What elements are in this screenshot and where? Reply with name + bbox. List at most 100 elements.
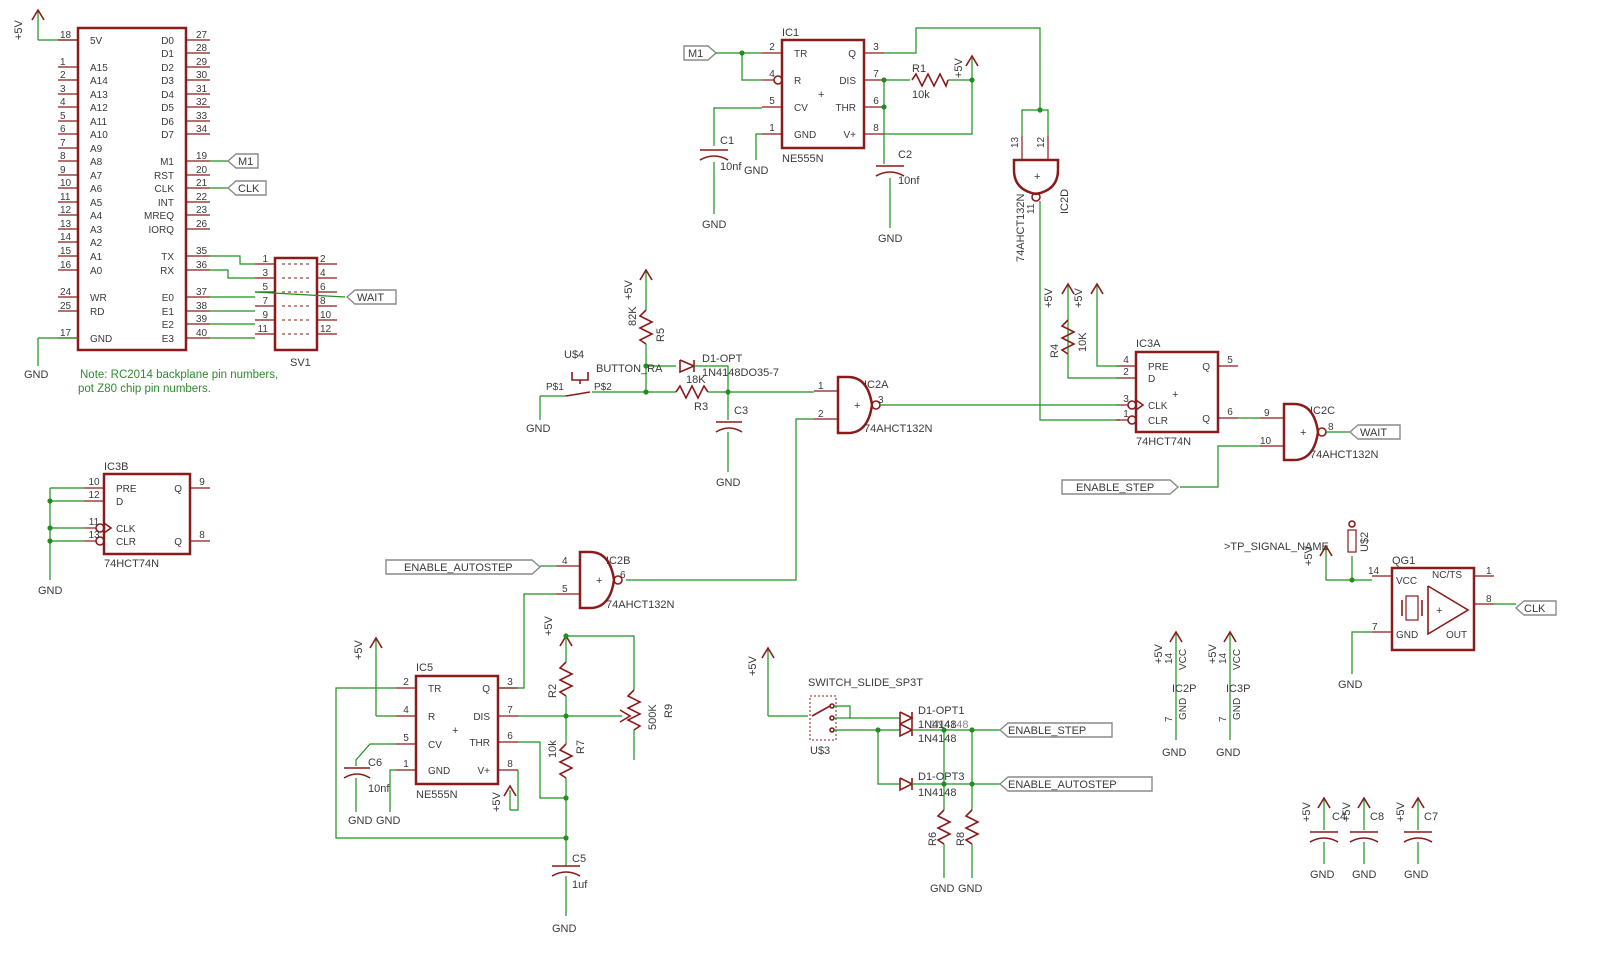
svg-text:IC2D: IC2D: [1059, 189, 1071, 214]
net-label-m1-top[interactable]: M1: [683, 45, 718, 61]
svg-text:P$1: P$1: [546, 382, 564, 393]
ic1-pin-name: GND: [794, 130, 816, 141]
ic5-pin-number: 5: [403, 733, 409, 744]
svg-text:GND: GND: [1178, 698, 1189, 720]
z80-right-pins: 27D028D129D230D331D432D533D634D719M120RS…: [144, 30, 210, 345]
ic2p-power: +5V 14 VCC IC2P 7 GND GND: [1153, 630, 1196, 759]
svg-text:GND: GND: [878, 233, 903, 245]
decoupling-c4: +5V C4 GND: [1301, 796, 1346, 881]
z80-pin-number: 20: [196, 165, 208, 176]
sv1-pin-number: 11: [258, 324, 269, 335]
ic3b-pin-number: 9: [199, 477, 205, 488]
svg-text:+5V: +5V: [1153, 643, 1165, 664]
z80-pin-name: A5: [90, 198, 103, 209]
z80-body: [76, 26, 188, 352]
net-label-enable-autostep-left[interactable]: ENABLE_AUTOSTEP: [385, 559, 542, 575]
z80-pin-number: 40: [196, 328, 208, 339]
ic3a-name: IC3A: [1136, 338, 1161, 350]
z80-pin-name: A10: [90, 130, 108, 141]
ic3b-pin-number: 10: [88, 477, 100, 488]
z80-pin-name: D3: [161, 76, 174, 87]
z80-pin-number: 7: [60, 138, 66, 149]
z80-pin-name: D2: [161, 63, 174, 74]
svg-text:+5V: +5V: [353, 639, 365, 660]
net-label-wait-right[interactable]: WAIT: [1348, 424, 1401, 440]
z80-pin-number: 24: [60, 287, 72, 298]
z80-pin-number: 2: [60, 70, 66, 81]
svg-text:GND: GND: [1404, 869, 1429, 881]
svg-text:GND: GND: [1338, 679, 1363, 691]
z80-pin-number: 28: [196, 43, 208, 54]
svg-text:GND: GND: [1310, 869, 1335, 881]
svg-text:500K: 500K: [647, 704, 659, 730]
net-label-enable-step-mid[interactable]: ENABLE_STEP: [1061, 479, 1180, 495]
z80-pin-name: A11: [90, 117, 107, 128]
svg-text:11: 11: [1026, 203, 1037, 214]
z80-pin-name: A15: [90, 63, 108, 74]
z80-pin-number: 8: [60, 151, 66, 162]
svg-text:OUT: OUT: [1446, 630, 1467, 641]
capacitor-c1: C1 10nf: [699, 135, 742, 173]
z80-pin-name: D1: [161, 49, 174, 60]
z80-pin-name: D6: [161, 117, 174, 128]
z80-pin-name: M1: [160, 157, 174, 168]
ic3a-pin-name: CLR: [1148, 416, 1168, 427]
svg-text:GND: GND: [348, 815, 373, 827]
svg-text:ENABLE_STEP: ENABLE_STEP: [1008, 725, 1086, 737]
z80-pin-name: A4: [90, 211, 103, 222]
svg-text:VCC: VCC: [1396, 576, 1417, 587]
svg-text:+5V: +5V: [623, 279, 635, 300]
svg-text:C2: C2: [898, 149, 912, 161]
svg-text:VCC: VCC: [1178, 649, 1189, 670]
ic5-pin-name: DIS: [473, 712, 490, 723]
net-label-wait-left[interactable]: WAIT: [345, 289, 397, 305]
net-label-enable-autostep-bottom[interactable]: ENABLE_AUTOSTEP: [998, 776, 1153, 792]
svg-text:+5V: +5V: [1303, 545, 1315, 566]
svg-text:GND: GND: [1232, 698, 1243, 720]
svg-text:14: 14: [1218, 652, 1229, 664]
gate-ic2c: + IC2C 74AHCT132N 9 10 8: [1180, 402, 1379, 488]
net-label-m1-left[interactable]: M1: [210, 153, 259, 169]
z80-pin-name: A0: [90, 266, 103, 277]
z80-pin-name: RST: [154, 171, 174, 182]
net-label-enable-step-bottom[interactable]: ENABLE_STEP: [998, 722, 1113, 738]
ic5-pin-number: 7: [507, 705, 513, 716]
svg-text:R8: R8: [955, 832, 967, 846]
svg-text:10k: 10k: [912, 89, 930, 101]
svg-text:+5V: +5V: [491, 791, 503, 812]
svg-text:D1-OPT1: D1-OPT1: [918, 705, 964, 717]
ic3a-pin-number: 5: [1227, 355, 1233, 366]
z80-pin-number: 15: [60, 246, 72, 257]
ic1-pin-number: 3: [873, 42, 879, 53]
gate-ic2a: + IC2A 74AHCT132N 1 2 3: [626, 375, 1120, 581]
ic1-value: NE555N: [782, 153, 824, 165]
ic3a-pin-number: 2: [1123, 367, 1129, 378]
z80-supply-arrow-icon: [31, 8, 45, 21]
ic1-pin-number: 1: [769, 123, 775, 134]
svg-text:CLK: CLK: [238, 183, 260, 195]
svg-text:U$4: U$4: [564, 349, 584, 361]
z80-pin-number: 18: [60, 30, 72, 41]
svg-text:WAIT: WAIT: [357, 292, 384, 304]
net-label-clk-left[interactable]: CLK: [210, 180, 267, 196]
sv1-pin-number: 6: [320, 282, 326, 293]
z80-pin-number: 38: [196, 301, 208, 312]
z80-pin-number: 3: [60, 84, 66, 95]
z80-pin-name: E2: [162, 320, 175, 331]
ic3a-pin-number: 1: [1123, 409, 1129, 420]
capacitor-c2: C2 10nf: [875, 149, 920, 187]
z80-pin-name: A13: [90, 90, 108, 101]
ic5-pin-name: TR: [428, 684, 441, 695]
svg-text:+5V: +5V: [953, 57, 965, 78]
ic3b-gnd: GND: [38, 585, 63, 597]
z80-pin-number: 12: [60, 205, 72, 216]
svg-text:5: 5: [562, 584, 568, 595]
svg-text:12: 12: [1036, 136, 1047, 148]
z80-pin-number: 39: [196, 314, 208, 325]
net-label-clk-right[interactable]: CLK: [1514, 600, 1557, 616]
svg-text:10K: 10K: [1077, 332, 1089, 352]
